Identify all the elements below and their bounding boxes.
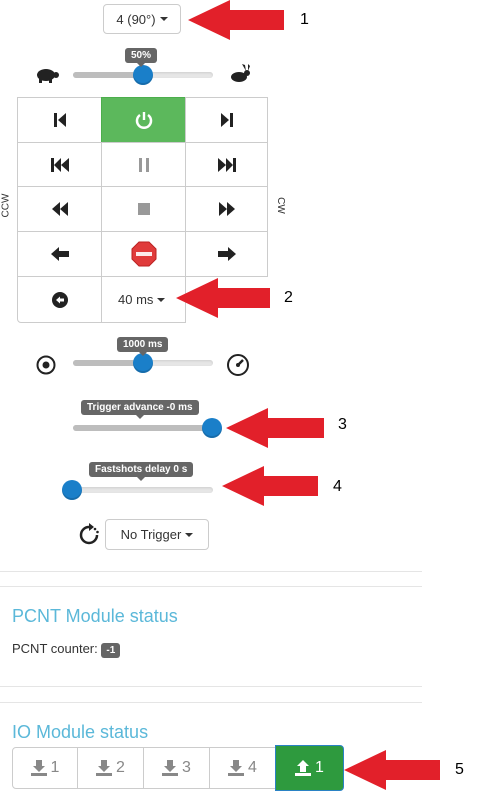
divider [0,702,422,703]
annotation-arrow-3 [226,408,324,448]
step-left-button[interactable] [17,231,102,277]
fastshots-delay-tooltip: Fastshots delay 0 s [89,462,194,481]
return-button[interactable] [17,276,102,323]
pcnt-counter-label: PCNT counter: [12,641,98,656]
speed-value-tooltip: 50% [125,48,158,67]
download-icon [96,760,113,776]
fastshots-delay-knob[interactable] [62,480,82,500]
skip-end-button[interactable] [185,97,268,143]
caret-down-icon [185,532,194,537]
interval-slider[interactable]: 1000 ms [0,335,260,380]
divider [0,686,422,687]
annotation-number-2: 2 [284,289,293,306]
fastshots-delay-slider[interactable]: Fastshots delay 0 s [60,460,240,505]
arrow-left-icon [50,247,69,261]
divider [0,571,422,572]
annotation-arrow-5 [344,750,440,790]
stop-icon [137,203,150,215]
fast-backward-icon [50,157,69,172]
upload-icon [295,760,312,776]
caret-down-icon [159,17,168,21]
caret-down-icon [157,297,166,302]
interval-slider-knob[interactable] [133,353,153,373]
ccw-label: CCW [0,193,12,218]
io-input-button-4[interactable]: 4 [209,747,276,789]
io-title: IO Module status [12,722,149,742]
download-icon [228,760,245,776]
rotation-dropdown-label: 4 (90°) [116,11,156,27]
arrow-right-icon [217,247,236,261]
backward-button[interactable] [17,186,102,232]
io-input-button-2[interactable]: 2 [77,747,144,789]
divider [0,586,422,587]
annotation-arrow-2 [176,278,270,318]
target-icon [36,355,56,380]
download-icon [30,760,47,776]
trigger-advance-tooltip: Trigger advance -0 ms [81,400,199,419]
io-input-label: 2 [116,759,125,776]
io-output-label: 1 [315,759,324,776]
interval-value-tooltip: 1000 ms [117,337,169,356]
io-input-button-3[interactable]: 3 [143,747,210,789]
trigger-advance-slider[interactable]: Trigger advance -0 ms [60,398,240,443]
annotation-arrow-4 [222,466,318,506]
forward-button[interactable] [185,186,268,232]
pcnt-counter-badge: -1 [101,643,121,658]
download-icon [162,760,179,776]
io-input-label: 3 [182,759,191,776]
rabbit-icon [228,64,252,89]
refresh-icon [77,523,101,552]
pause-button[interactable] [101,142,186,187]
step-interval-label: 40 ms [118,292,154,307]
power-icon [135,112,152,129]
trigger-advance-knob[interactable] [202,418,222,438]
io-input-label: 1 [50,759,60,776]
speed-slider[interactable]: 50% [0,48,260,88]
pause-icon [138,157,149,172]
stop-sign-icon [131,241,156,267]
annotation-arrow-1 [188,0,284,40]
rotation-dropdown[interactable]: 4 (90°) [103,4,181,34]
step-interval-dropdown[interactable]: 40 ms [101,276,186,323]
grid-right-edge [185,276,268,323]
trigger-dropdown-label: No Trigger [120,527,182,542]
turtle-icon [34,66,60,89]
fast-forward-end-icon [217,157,236,172]
power-button[interactable] [101,97,186,143]
pcnt-counter-row: PCNT counter: -1 [12,641,121,658]
annotation-number-3: 3 [338,416,347,433]
backward-icon [51,202,68,216]
cw-label: CW [274,197,286,214]
skip-start-button[interactable] [17,97,102,143]
io-input-label: 4 [248,759,257,776]
io-output-button-1[interactable]: 1 [275,745,344,791]
fast-backward-button[interactable] [17,142,102,187]
annotation-number-1: 1 [300,11,309,28]
forward-icon [218,202,235,216]
step-right-button[interactable] [185,231,268,277]
speedometer-icon [226,353,250,382]
trigger-dropdown[interactable]: No Trigger [105,519,209,550]
annotation-number-4: 4 [333,478,342,495]
emergency-stop-button[interactable] [101,231,186,277]
annotation-number-5: 5 [455,761,464,778]
stop-button[interactable] [101,186,186,232]
speed-slider-knob[interactable] [133,65,153,85]
pcnt-title: PCNT Module status [12,606,178,626]
io-input-button-1[interactable]: 1 [12,747,78,789]
circle-arrow-left-icon [51,291,68,308]
fast-forward-end-button[interactable] [185,142,268,187]
skip-start-icon [53,113,66,127]
skip-end-icon [220,113,233,127]
